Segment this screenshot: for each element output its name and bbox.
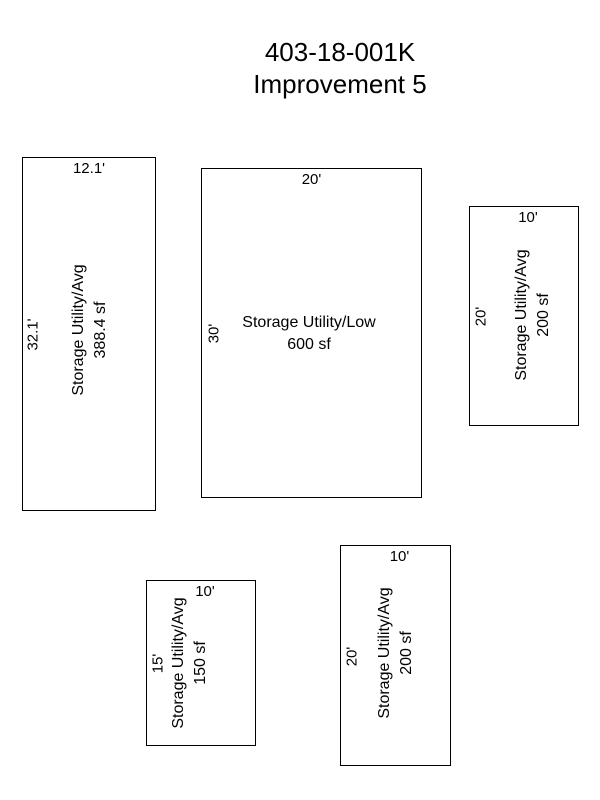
building-1-side-dimension: 32.1': [24, 318, 42, 351]
building-3-side-dimension: 20': [472, 306, 490, 327]
building-3-label: Storage Utility/Avg 200 sf: [511, 215, 555, 415]
building-5: 10' 20' Storage Utility/Avg 200 sf: [340, 545, 451, 766]
building-1-top-dimension: 12.1': [72, 160, 106, 177]
building-3: 10' 20' Storage Utility/Avg 200 sf: [469, 206, 579, 426]
building-5-label: Storage Utility/Avg 200 sf: [374, 553, 418, 753]
building-4-top-dimension: 10': [195, 583, 215, 600]
building-3-top-dimension: 10': [518, 209, 538, 226]
building-2: 20' 30' Storage Utility/Low 600 sf: [201, 168, 422, 498]
building-1-area: 388.4 sf: [92, 301, 109, 359]
building-3-area: 200 sf: [535, 293, 552, 337]
building-3-use: Storage Utility/Avg: [513, 249, 530, 381]
building-4-area: 150 sf: [192, 641, 209, 685]
building-5-top-dimension: 10': [389, 548, 410, 565]
building-1-label: Storage Utility/Avg 388.4 sf: [68, 230, 112, 430]
building-5-area: 200 sf: [398, 631, 415, 675]
building-4-side-dimension: 15': [149, 653, 167, 674]
building-1: 12.1' 32.1' Storage Utility/Avg 388.4 sf: [22, 157, 156, 511]
building-2-area: 600 sf: [287, 336, 331, 353]
building-4-label: Storage Utility/Avg 150 sf: [168, 563, 212, 763]
building-5-side-dimension: 20': [343, 646, 361, 667]
building-5-use: Storage Utility/Avg: [376, 587, 393, 719]
building-2-label: Storage Utility/Low 600 sf: [202, 312, 416, 356]
building-2-top-dimension: 20': [301, 171, 322, 188]
building-1-use: Storage Utility/Avg: [70, 264, 87, 396]
building-2-use: Storage Utility/Low: [242, 314, 376, 331]
building-4: 10' 15' Storage Utility/Avg 150 sf: [146, 580, 256, 746]
building-4-use: Storage Utility/Avg: [170, 597, 187, 729]
parcel-id: 403-18-001K: [264, 37, 416, 67]
improvement-title: Improvement 5: [253, 69, 427, 99]
